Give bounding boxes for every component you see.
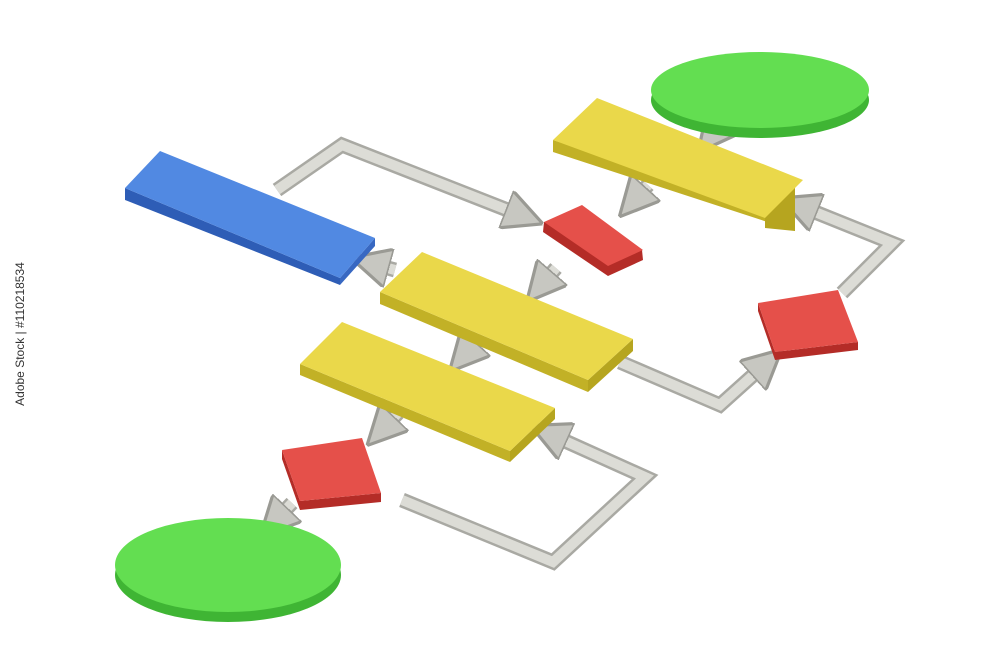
end-ellipse	[115, 518, 341, 622]
process-box-3	[300, 322, 555, 462]
input-box	[125, 151, 375, 285]
decision-diamond-3	[282, 438, 381, 510]
connectors	[271, 120, 906, 571]
connector-decision-3-loop-to-process-3	[399, 425, 659, 571]
start-ellipse	[651, 52, 869, 138]
stock-id-watermark: Adobe Stock | #110218534	[0, 0, 40, 667]
decision-diamond-2	[758, 290, 858, 360]
stock-id-text: Adobe Stock | #110218534	[13, 261, 27, 406]
process-box-2	[380, 252, 633, 392]
process-box-1	[553, 98, 803, 231]
connector-decision-2-to-process-1	[792, 197, 906, 299]
decision-diamond-1	[543, 205, 643, 276]
